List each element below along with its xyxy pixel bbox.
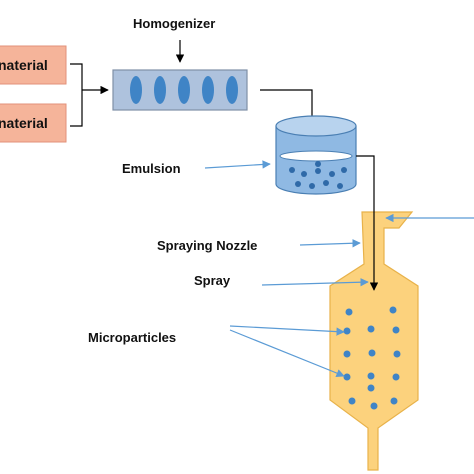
emulsion-droplet — [323, 180, 329, 186]
microparticle — [343, 350, 351, 358]
microparticle — [392, 373, 400, 381]
homogenizer-disc — [154, 76, 166, 104]
microparticles-group — [343, 306, 401, 410]
spray-dryer — [329, 211, 419, 471]
emulsion-droplet — [309, 183, 315, 189]
microparticle — [392, 326, 400, 334]
emulsion-droplet — [315, 161, 321, 167]
emulsion-label: Emulsion — [122, 161, 181, 176]
emulsion-pointer — [204, 160, 271, 169]
emulsion-droplet — [301, 171, 307, 177]
spraying-nozzle-pointer — [299, 239, 361, 248]
microparticle — [389, 306, 397, 314]
homogenizer — [112, 69, 248, 111]
microparticles-pointer — [229, 325, 345, 336]
material-top-label: naterial — [0, 57, 48, 73]
microparticle — [393, 350, 401, 358]
microparticles-label: Microparticles — [88, 330, 176, 345]
emulsion-droplet — [295, 181, 301, 187]
microparticle — [370, 402, 378, 410]
emulsion-droplet — [329, 171, 335, 177]
material-box-top: naterial — [0, 45, 67, 85]
homogenizer-disc — [226, 76, 238, 104]
homogenizer-label: Homogenizer — [133, 16, 215, 31]
microparticle — [343, 373, 351, 381]
microparticle — [367, 372, 375, 380]
material-bracket — [70, 63, 83, 127]
emulsion-droplet — [341, 167, 347, 173]
homogenizer-disc — [130, 76, 142, 104]
emulsion-droplet — [337, 183, 343, 189]
homogenizer-disc — [178, 76, 190, 104]
microparticle — [343, 327, 351, 335]
microparticle — [348, 397, 356, 405]
microparticle — [390, 397, 398, 405]
microparticle — [368, 349, 376, 357]
material-box-bottom: naterial — [0, 103, 67, 143]
microparticle — [367, 384, 375, 392]
microparticle — [345, 308, 353, 316]
emulsion-droplet — [315, 168, 321, 174]
material-bottom-label: naterial — [0, 115, 48, 131]
spray-label: Spray — [194, 273, 231, 288]
spray-pointer — [261, 278, 369, 287]
microparticle — [367, 325, 375, 333]
homogenizer-disc — [202, 76, 214, 104]
emulsion-beaker — [275, 115, 357, 195]
spraying-nozzle-label: Spraying Nozzle — [157, 238, 257, 253]
microparticles-pointer — [229, 329, 345, 378]
emulsion-feed-line — [356, 155, 379, 291]
emulsion-droplet — [289, 167, 295, 173]
